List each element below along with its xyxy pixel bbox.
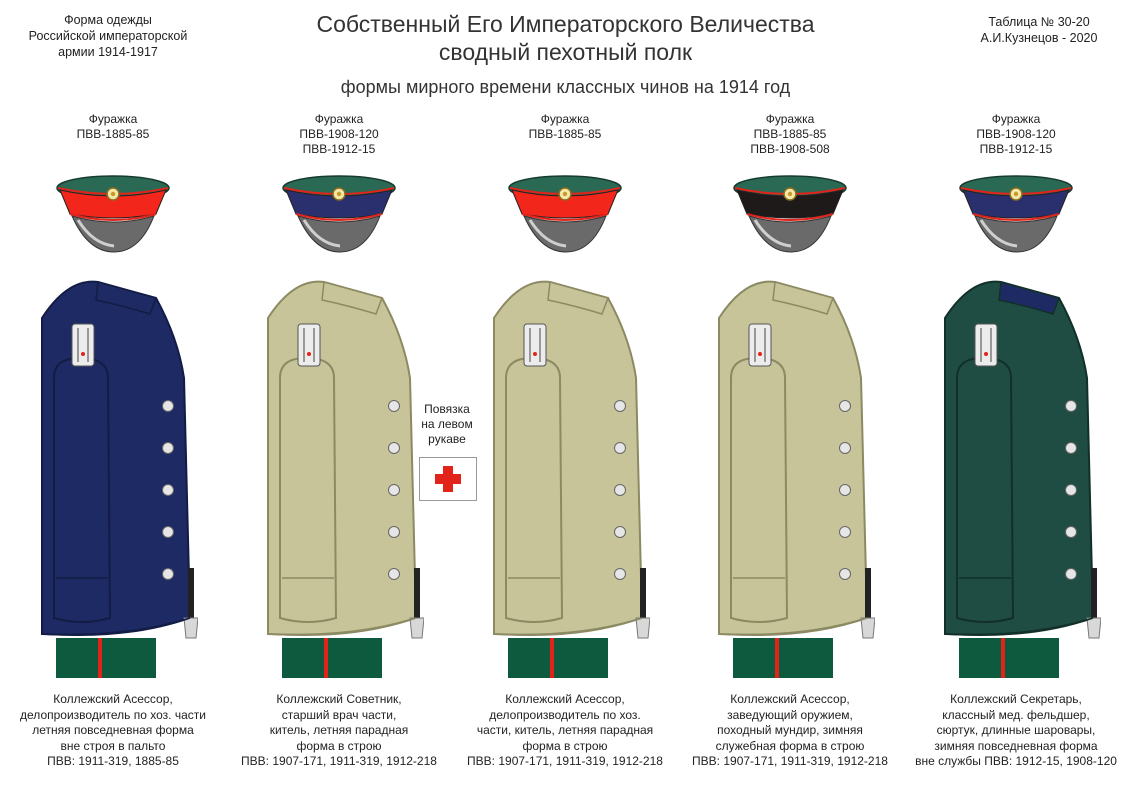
uniform-description-line: служебная форма в строю xyxy=(715,738,865,753)
peaked-cap-icon xyxy=(508,175,622,253)
plate-header: Собственный Его Императорского Величеств… xyxy=(0,10,1131,98)
uniform-description: Коллежский Советник,старший врач части,к… xyxy=(226,692,452,770)
cap-label-line: ПВВ-1908-120 xyxy=(299,127,379,141)
uniform-description: Коллежский Асессор,делопроизводитель по … xyxy=(452,692,678,770)
uniform-description-line: заведующий оружием, xyxy=(727,707,853,722)
uniform-description-line: форма в строю xyxy=(522,738,608,753)
series-caption: Форма одежды Российской императорской ар… xyxy=(8,12,208,60)
uniform-description: Коллежский Секретарь,классный мед. фельд… xyxy=(903,692,1129,770)
uniform-figure xyxy=(493,280,650,678)
uniform-description-line: ПВВ: 1907-171, 1911-319, 1912-218 xyxy=(467,754,663,768)
peaked-cap-icon xyxy=(959,175,1073,253)
cap-label-line: ПВВ-1908-120 xyxy=(976,127,1056,141)
table-reference: Таблица № 30-20 А.И.Кузнецов - 2020 xyxy=(959,14,1119,46)
uniform-description-line: Коллежский Асессор, xyxy=(53,692,173,706)
cap-label-line: Фуражка xyxy=(88,112,138,126)
uniform-description-line: походный мундир, зимняя xyxy=(717,723,863,737)
uniform-figure xyxy=(267,280,424,678)
uniform-description-line: летняя повседневная форма xyxy=(32,723,194,737)
author-credit: А.И.Кузнецов - 2020 xyxy=(980,31,1098,45)
uniform-figure xyxy=(718,280,875,678)
cap-label-line: Фуражка xyxy=(540,112,590,126)
cap-label-line: ПВВ-1908-508 xyxy=(750,142,830,156)
cap-label-line: Фуражка xyxy=(765,112,815,126)
uniform-figure xyxy=(944,280,1101,678)
uniform-description-line: старший врач части, xyxy=(281,707,397,722)
armband-note-line: Повязка xyxy=(424,402,470,416)
plate-subtitle: формы мирного времени классных чинов на … xyxy=(340,77,791,97)
cap-label-line: ПВВ-1885-85 xyxy=(528,127,602,141)
uniform-description-line: Коллежский Советник, xyxy=(276,692,402,706)
series-caption-line: Российской императорской xyxy=(28,29,188,43)
uniform-figure xyxy=(41,280,198,678)
uniform-description-line: Коллежский Асессор, xyxy=(505,692,625,706)
peaked-cap-icon xyxy=(56,175,170,253)
uniform-description-line: делопроизводитель по хоз. части xyxy=(20,707,206,722)
uniform-description-line: ПВВ: 1911-319, 1885-85 xyxy=(47,754,179,768)
uniform-description-line: ПВВ: 1907-171, 1911-319, 1912-218 xyxy=(241,754,437,768)
uniform-description-line: вне службы ПВВ: 1912-15, 1908-120 xyxy=(915,754,1117,768)
plate-title-line2: сводный пехотный полк xyxy=(438,39,693,65)
table-number: Таблица № 30-20 xyxy=(988,15,1090,29)
plate-title-line1: Собственный Его Императорского Величеств… xyxy=(316,11,815,37)
cap-label-line: ПВВ-1912-15 xyxy=(979,142,1053,156)
peaked-cap-icon xyxy=(282,175,396,253)
cap-label-line: ПВВ-1885-85 xyxy=(753,127,827,141)
uniform-description-line: зимняя повседневная форма xyxy=(934,738,1098,753)
armband-note: Повязка на левом рукаве xyxy=(412,402,482,447)
uniform-description-line: форма в строю xyxy=(296,738,382,753)
cap-label-line: Фуражка xyxy=(314,112,364,126)
uniform-description-line: части, китель, летняя парадная xyxy=(476,723,654,737)
cap-label-line: ПВВ-1912-15 xyxy=(302,142,376,156)
armband-note-line: рукаве xyxy=(428,432,466,446)
uniform-description-line: сюртук, длинные шаровары, xyxy=(936,723,1096,737)
series-caption-line: Форма одежды xyxy=(64,13,152,27)
cap-label-line: Фуражка xyxy=(991,112,1041,126)
uniform-description-line: ПВВ: 1907-171, 1911-319, 1912-218 xyxy=(692,754,888,768)
series-caption-line: армии 1914-1917 xyxy=(58,45,158,59)
uniform-description: Коллежский Асессор,делопроизводитель по … xyxy=(0,692,226,770)
uniform-description-line: вне строя в пальто xyxy=(60,738,166,753)
uniform-description-line: китель, летняя парадная xyxy=(269,723,409,737)
uniform-description-line: классный мед. фельдшер, xyxy=(942,707,1090,722)
red-cross-armband-icon xyxy=(419,457,477,501)
uniform-description-line: делопроизводитель по хоз. xyxy=(489,707,641,722)
uniform-description-line: Коллежский Асессор, xyxy=(730,692,850,706)
armband-note-line: на левом xyxy=(421,417,473,431)
cap-label-line: ПВВ-1885-85 xyxy=(76,127,150,141)
uniform-description: Коллежский Асессор,заведующий оружием,по… xyxy=(677,692,903,770)
peaked-cap-icon xyxy=(733,175,847,253)
uniform-description-line: Коллежский Секретарь, xyxy=(950,692,1082,706)
